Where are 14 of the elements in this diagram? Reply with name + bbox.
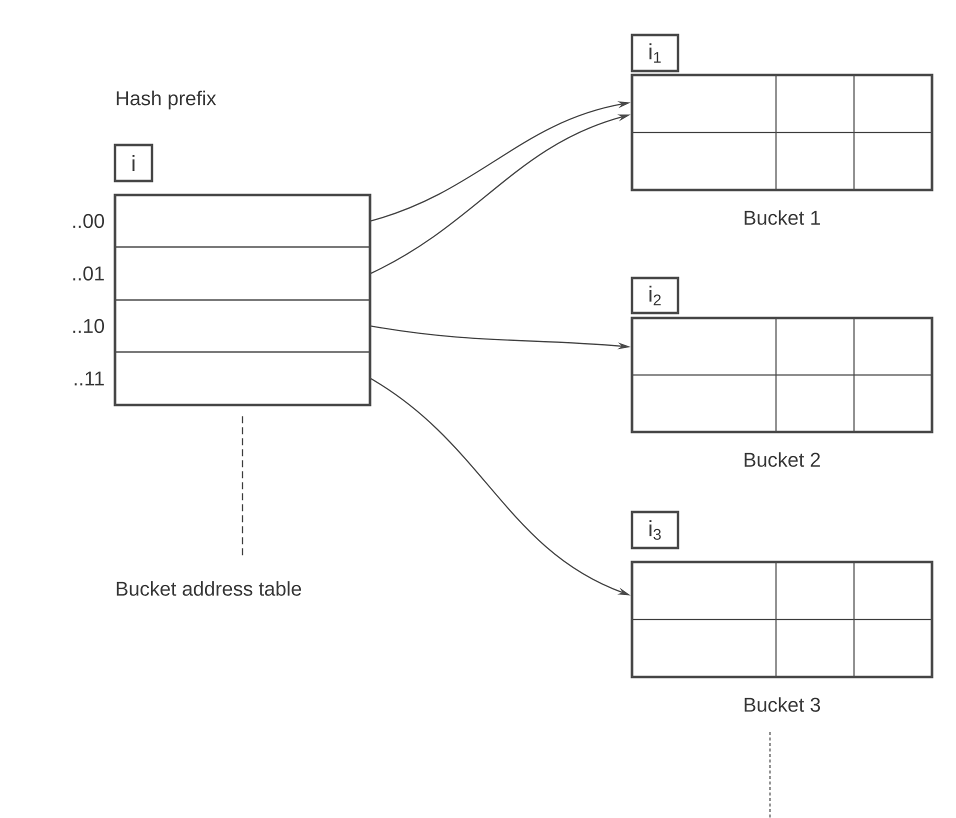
bucket-label: Bucket 2: [744, 452, 820, 467]
depth-tag: i$_{2}$: [630, 276, 680, 314]
row-label: ..10: [73, 318, 104, 334]
depth-tag: i$_{1}$: [630, 34, 680, 72]
row-label: ..11: [74, 372, 104, 386]
row-label: ..01: [73, 266, 104, 281]
table-caption: Bucket address table: [116, 581, 302, 596]
row-label: ..00: [73, 214, 104, 228]
depth-tag: i$_{3}$: [630, 510, 680, 550]
heading-label: Hash prefix: [116, 90, 216, 110]
bucket-label: Bucket 3: [744, 697, 820, 712]
bucket-label: Bucket 1: [744, 210, 820, 225]
depth-tag: i: [114, 144, 154, 182]
hash-table: [114, 194, 372, 406]
